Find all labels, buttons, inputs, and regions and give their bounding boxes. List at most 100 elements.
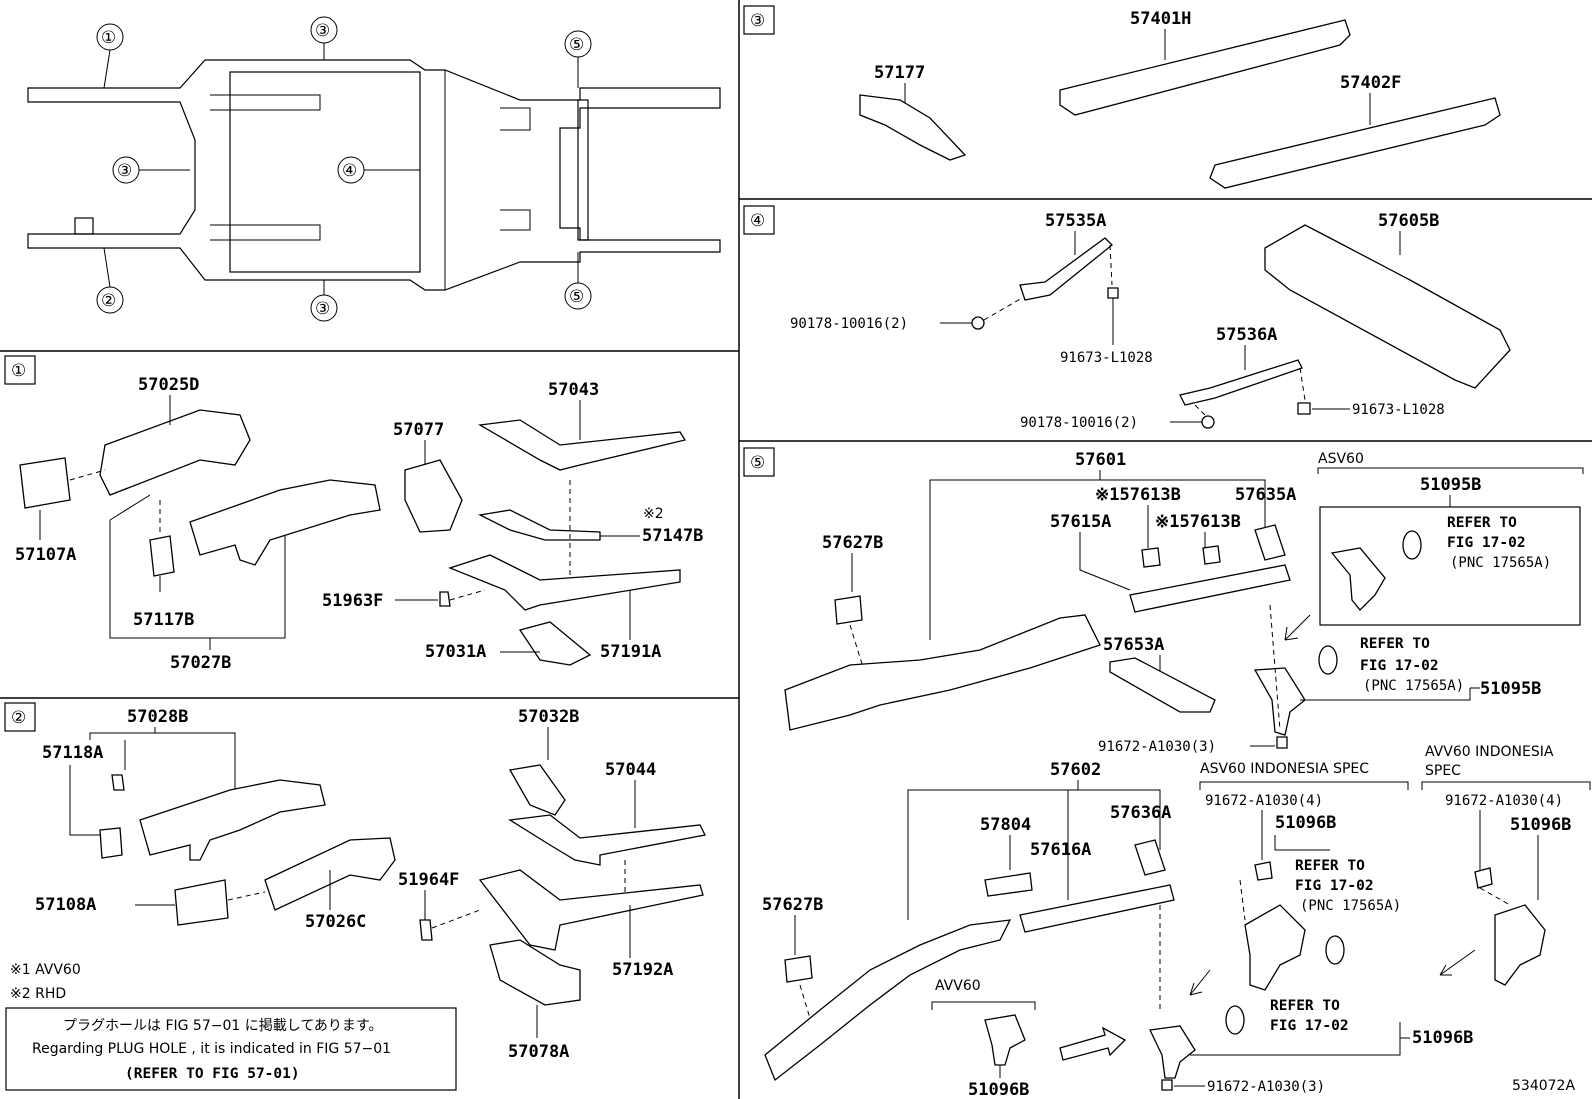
part-label-51096B-2: 51096B	[1510, 815, 1571, 835]
part-label-51096B-4: 51096B	[1412, 1028, 1473, 1048]
frame-overview	[27, 59, 721, 291]
section-5: ⑤ 57601 ※157613B ※157613B 57635A 57615A …	[743, 447, 1591, 1099]
part-label-57192A: 57192A	[612, 960, 673, 980]
section-3: ③ 57177 57401H 57402F	[743, 5, 1501, 189]
part-label-51095B-2: 51095B	[1480, 679, 1541, 699]
part-label-51096B-1: 51096B	[1275, 813, 1336, 833]
refer-to-4: REFER TO	[1270, 998, 1340, 1014]
fastener-91672-A1030-3-b: 91672-A1030(3)	[1207, 1079, 1325, 1095]
fastener-91672-A1030-4-a: 91672-A1030(4)	[1205, 793, 1323, 809]
refer-to-1: REFER TO	[1447, 515, 1517, 531]
overview-callouts: ① ③ ⑤ ③ ④ ② ③ ⑤	[96, 16, 592, 322]
part-57032B-shape	[508, 764, 566, 816]
part-label-57177: 57177	[874, 63, 925, 83]
fastener-90178-10016-b: 90178-10016(2)	[1020, 415, 1138, 431]
label-avv60-indonesia-1: AVV60 INDONESIA	[1425, 744, 1554, 760]
part-57627B-2-shape	[784, 955, 813, 983]
callout-3-left: ③	[117, 161, 132, 181]
part-57804-shape	[984, 872, 1033, 897]
refer-to-3: REFER TO	[1295, 858, 1365, 874]
part-label-57613B-2: ※157613B	[1155, 512, 1241, 532]
part-label-57627B-1: 57627B	[822, 533, 883, 553]
part-label-51096B-3: 51096B	[968, 1080, 1029, 1099]
part-57107A-shape	[19, 457, 71, 509]
part-57027B-shape	[189, 479, 381, 566]
fastener-91673-L1028-b: 91673-L1028	[1352, 402, 1445, 418]
part-57602-shape	[764, 919, 1012, 1082]
part-label-57402F: 57402F	[1340, 73, 1401, 93]
part-label-57615A: 57615A	[1050, 512, 1111, 532]
part-label-57028B: 57028B	[127, 707, 188, 727]
part-57635A-shape	[1254, 524, 1286, 561]
part-57402F-shape	[1209, 97, 1501, 189]
part-51096B-2-shape	[1494, 904, 1546, 986]
label-avv60: AVV60	[935, 978, 981, 994]
part-label-57535A: 57535A	[1045, 211, 1106, 231]
part-label-57118A: 57118A	[42, 743, 103, 763]
part-57605B-shape	[1264, 224, 1511, 389]
plug-note-jp: プラグホールは FIG 57−01 に掲載してあります。	[63, 1018, 383, 1034]
part-57615A-shape	[1129, 564, 1291, 613]
fastener-91672-A1030-4-b: 91672-A1030(4)	[1445, 793, 1563, 809]
callout-5-bottom: ⑤	[569, 287, 584, 307]
part-label-57027B: 57027B	[170, 653, 231, 673]
part-57028B-shape	[139, 779, 326, 861]
illustration-code: 534072A	[1512, 1078, 1575, 1094]
section-1-badge: ①	[11, 361, 26, 381]
part-51095B-2-shape	[1253, 667, 1306, 736]
part-label-57613B-1: ※157613B	[1095, 485, 1181, 505]
fig-17-02-2: FIG 17-02	[1360, 658, 1439, 674]
fastener-90178-10016-a: 90178-10016(2)	[790, 316, 908, 332]
part-label-57044: 57044	[605, 760, 656, 780]
part-57044-shape	[508, 814, 706, 866]
part-57191A-shape	[448, 554, 681, 611]
pnc-1: (PNC 17565A)	[1450, 555, 1551, 571]
part-51964F-shape	[419, 919, 433, 941]
part-label-57108A: 57108A	[35, 895, 96, 915]
part-label-57636A: 57636A	[1110, 803, 1171, 823]
note-avv60: ※1 AVV60	[10, 962, 81, 978]
part-57192A-shape	[478, 869, 704, 951]
part-57147B-shape	[477, 509, 601, 541]
plug-note-en: Regarding PLUG HOLE , it is indicated in…	[32, 1041, 391, 1057]
part-57653A-shape	[1109, 657, 1216, 713]
fastener-91673-L1028-a: 91673-L1028	[1060, 350, 1153, 366]
part-57536A-shape	[1179, 359, 1303, 406]
section-3-badge: ③	[750, 11, 765, 31]
part-label-51095B-1: 51095B	[1420, 475, 1481, 495]
callout-3-bottom: ③	[315, 299, 330, 319]
section-2-badge: ②	[11, 708, 26, 728]
part-57031A-shape	[518, 621, 592, 666]
part-57077-shape	[404, 459, 463, 533]
part-57601-shape	[784, 614, 1101, 731]
part-57616A-shape	[1019, 884, 1175, 933]
fig-17-02-4: FIG 17-02	[1270, 1018, 1349, 1034]
part-51096B-4-shape	[1149, 1025, 1196, 1079]
part-51095B-1-shape	[1330, 547, 1386, 611]
part-label-57077: 57077	[393, 420, 444, 440]
part-57636A-shape	[1134, 839, 1166, 876]
part-label-57401H: 57401H	[1130, 9, 1191, 29]
part-label-57025D: 57025D	[138, 375, 199, 395]
part-label-57031A: 57031A	[425, 642, 486, 662]
part-label-57117B: 57117B	[133, 610, 194, 630]
part-51963F-shape	[439, 591, 451, 607]
label-asv60: ASV60	[1318, 451, 1364, 467]
section-5-badge: ⑤	[750, 453, 765, 473]
part-57025D-shape	[99, 409, 251, 496]
part-label-57147B: 57147B	[642, 526, 703, 546]
part-label-57602: 57602	[1050, 760, 1101, 780]
part-label-57601: 57601	[1075, 450, 1126, 470]
part-51096B-1-shape	[1244, 904, 1306, 991]
fig-17-02-3: FIG 17-02	[1295, 878, 1374, 894]
part-57043-shape	[478, 419, 687, 471]
part-label-57616A: 57616A	[1030, 840, 1091, 860]
part-57117B-shape	[149, 535, 175, 577]
section-4-badge: ④	[750, 211, 765, 231]
callout-4: ④	[342, 161, 357, 181]
part-57108A-shape	[174, 879, 229, 926]
notes: ※1 AVV60 ※2 RHD プラグホールは FIG 57−01 に掲載してあ…	[5, 962, 457, 1091]
part-57627B-1-shape	[834, 595, 863, 625]
